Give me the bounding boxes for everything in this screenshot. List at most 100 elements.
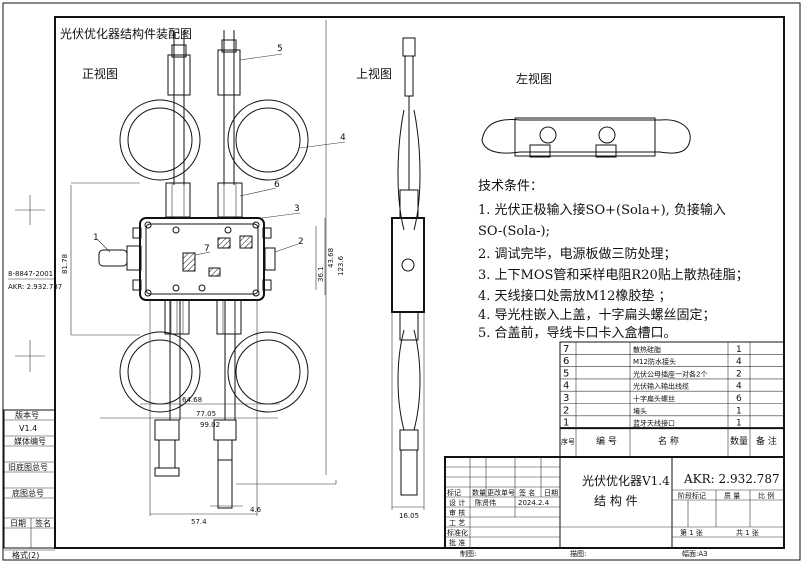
header-note: 备 注 [756, 435, 777, 447]
rev-sign-label: 签 名 [519, 488, 535, 497]
dim-81-78: 81.78 [61, 254, 69, 274]
drawing-title: 光伏优化器结构件装配图 [60, 26, 192, 41]
table-row: 6 M12防水接头 4 [563, 356, 742, 367]
dim-123-6: 123.6 [337, 255, 345, 276]
dim-64-68: 64.68 [182, 396, 202, 404]
part-qty: 1 [736, 419, 742, 429]
part-no: 1 [563, 418, 569, 429]
balloon-6: 6 [274, 180, 280, 190]
base-label: 底图总号 [12, 488, 44, 498]
inner-frame [54, 16, 785, 549]
part-qty: 4 [736, 382, 742, 392]
version-label: 版本号 [15, 410, 39, 420]
left-view [481, 117, 691, 158]
header-name: 名 称 [658, 435, 679, 447]
rev-qty-label: 数量 [472, 488, 486, 497]
tech-item: 2. 调试完毕，电源板做三防处理； [478, 246, 677, 262]
title-block: 标记 数量 更改单号 签 名 日期 设 计 陈贤伟 2024.2.4 审 核 工… [444, 456, 785, 549]
front-view-label: 正视图 [82, 66, 118, 81]
dim-36-1: 36.1 [317, 266, 325, 282]
tech-item: 4. 导光柱嵌入上盖，十字扁头螺丝固定； [478, 308, 716, 323]
balloon-4: 4 [340, 133, 346, 143]
dim-99-02: 99.02 [200, 421, 220, 429]
part-no: 6 [563, 356, 569, 367]
left-strip: 8-8847-2001 AKR: 2.932.787 版本号 V1.4 媒体编号… [3, 195, 62, 560]
sheet-number: 第 1 张 [680, 528, 703, 537]
mass-label: 质 量 [724, 491, 740, 500]
tech-item: 3. 上下MOS管和采样电阻R20贴上散热硅脂； [478, 268, 749, 283]
dim-4-6: 4.6 [250, 506, 262, 514]
drawn-by-label: 制图: [460, 549, 476, 558]
dim-57-4: 57.4 [191, 518, 207, 526]
part-qty: 6 [736, 394, 742, 404]
table-row: 4 光伏输入输出线缆 4 [563, 381, 742, 392]
rev-date-label: 日期 [544, 489, 558, 497]
footer: 制图: 描图: 幅面:A3 [460, 549, 708, 558]
strip-code2: AKR: 2.932.787 [8, 283, 62, 291]
part-qty: 2 [736, 369, 742, 379]
table-row: 5 光伏公母插座一对各2个 2 [563, 368, 742, 379]
balloon-3: 3 [294, 204, 300, 214]
header-code: 编 号 [596, 435, 617, 447]
part-name: 堵头 [633, 406, 647, 415]
front-view: 81.78 123.6 43.68 36.1 64.68 77.05 99.02… [61, 20, 346, 526]
stage-label: 阶段标记 [678, 491, 706, 500]
part-no: 7 [563, 344, 569, 355]
part-no: 2 [563, 405, 569, 416]
balloon-2: 2 [298, 237, 304, 247]
part-qty: 1 [736, 345, 742, 355]
part-name: 结 构 件 [594, 493, 638, 508]
part-name: 光伏公母插座一对各2个 [633, 369, 707, 378]
part-no: 5 [563, 368, 569, 379]
dim-16-05: 16.05 [399, 512, 419, 520]
tech-item: 1. 光伏正极输入接SO+(Sola+), 负接输入 [478, 202, 726, 218]
part-name: 蓝牙天线接口 [633, 419, 675, 428]
balloon-1: 1 [93, 233, 99, 243]
part-qty: 1 [736, 406, 742, 416]
top-view: 16.05 [391, 37, 425, 520]
format-label: 格式(2) [12, 550, 39, 560]
review-label: 审 核 [449, 508, 465, 517]
rev-mark-label: 标记 [447, 488, 461, 497]
table-row: 1 蓝牙天线接口 1 [563, 418, 742, 429]
designer-name: 陈贤伟 [475, 498, 496, 507]
sheet-total: 共 1 张 [736, 528, 759, 537]
top-view-label: 上视图 [356, 66, 392, 81]
tech-item: 5. 合盖前，导线卡口卡入盒槽口。 [478, 325, 677, 341]
part-name: M12防水接头 [633, 357, 676, 366]
product-name: 光伏优化器V1.4 [582, 474, 670, 488]
balloon-7: 7 [204, 244, 210, 254]
sheet-size: 幅面:A3 [682, 549, 708, 558]
part-qty: 4 [736, 357, 742, 367]
design-date: 2024.2.4 [518, 499, 550, 507]
design-label: 设 计 [449, 498, 465, 507]
header-no: 序号 [561, 437, 575, 446]
dim-43-68: 43.68 [327, 248, 335, 268]
scale-label: 比 例 [758, 491, 774, 500]
part-name: 光伏输入输出线缆 [633, 382, 689, 391]
dim-77-05: 77.05 [196, 410, 216, 418]
strip-code1: 8-8847-2001 [8, 270, 53, 278]
part-no: 3 [563, 393, 569, 404]
left-view-label: 左视图 [516, 71, 552, 86]
table-row: 2 堵头 1 [563, 405, 742, 416]
traced-by-label: 描图: [570, 549, 586, 558]
tech-heading: 技术条件： [478, 178, 543, 194]
drawing-number: AKR: 2.932.787 [683, 472, 780, 486]
rev-change-label: 更改单号 [487, 488, 515, 497]
media-label: 媒体编号 [14, 436, 46, 446]
approve-label: 批 准 [449, 538, 465, 547]
date-label: 日期 [10, 519, 26, 528]
tech-conditions: 技术条件： 1. 光伏正极输入接SO+(Sola+), 负接输入 SO-(Sol… [478, 178, 749, 341]
part-no: 4 [563, 381, 569, 392]
balloon-5: 5 [277, 44, 283, 54]
process-label: 工 艺 [449, 519, 465, 527]
sign-label: 签名 [35, 518, 51, 528]
header-qty: 数量 [730, 435, 748, 447]
version-value: V1.4 [19, 424, 37, 433]
